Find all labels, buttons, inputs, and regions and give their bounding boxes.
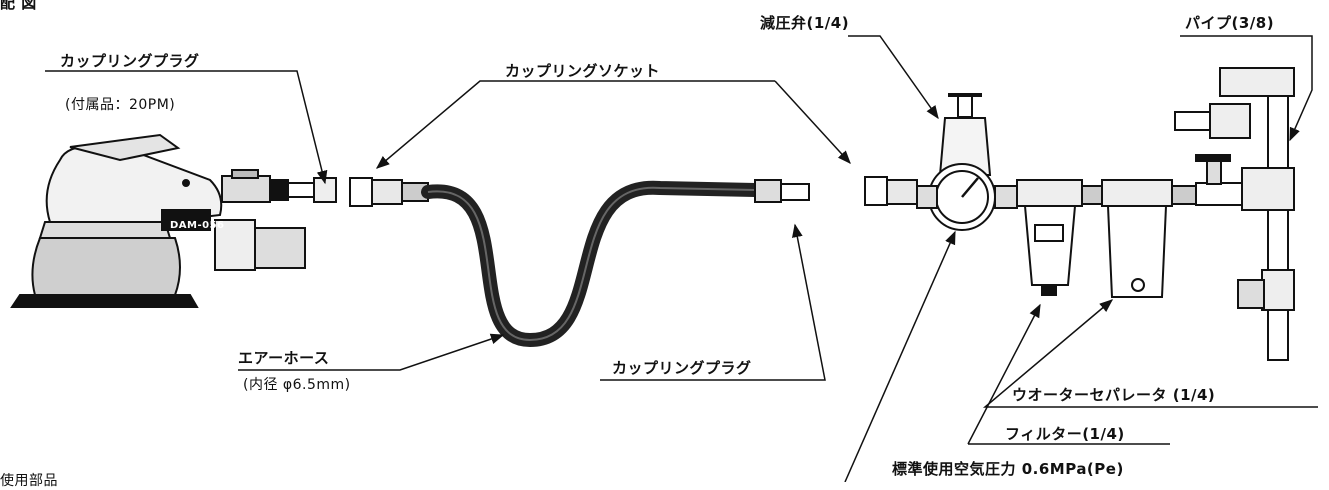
hose-coupling-plug-drawing bbox=[754, 179, 810, 203]
coupling-socket-drawing bbox=[349, 177, 429, 207]
water-separator-drawing bbox=[1101, 179, 1197, 298]
label-coupling-plug-tool: カップリングプラグ bbox=[60, 52, 200, 70]
reducing-valve-drawing bbox=[916, 93, 1018, 231]
pipe-drawing bbox=[1174, 67, 1295, 361]
label-coupling-plug-tool-note: (付属品：20PM) bbox=[65, 97, 176, 113]
leader-filter bbox=[967, 305, 1170, 445]
regulator-socket-drawing bbox=[864, 176, 918, 206]
leader-hose-plug bbox=[600, 223, 826, 381]
leader-pipe bbox=[1180, 35, 1313, 142]
label-standard-pressure: 標準使用空気圧力 0.6MPa(Pe) bbox=[892, 460, 1124, 478]
label-coupling-socket: カップリングソケット bbox=[505, 62, 661, 80]
label-air-hose: エアーホース bbox=[238, 349, 330, 367]
label-reducing-valve: 減圧弁(1/4) bbox=[760, 14, 850, 32]
label-air-hose-note: (内径 φ6.5mm) bbox=[243, 377, 351, 393]
leader-air-hose bbox=[238, 333, 505, 371]
air-sander-drawing bbox=[10, 133, 337, 308]
leader-coupling-plug bbox=[45, 70, 328, 185]
leader-water-separator bbox=[982, 300, 1318, 408]
header-fragment: 配 図 bbox=[0, 0, 37, 12]
device-model-label: DAM-056 bbox=[170, 220, 225, 231]
leader-reducing-valve bbox=[848, 35, 939, 120]
label-pipe: パイプ(3/8) bbox=[1185, 14, 1275, 32]
air-hose-drawing bbox=[421, 180, 762, 348]
footer-fragment: 使用部品 bbox=[0, 473, 58, 489]
leader-standard-pressure bbox=[844, 230, 956, 482]
leader-socket-right bbox=[774, 80, 851, 164]
leader-socket-left bbox=[375, 80, 775, 169]
label-filter: フィルター(1/4) bbox=[1005, 425, 1125, 443]
label-water-separator: ウオーターセパレータ (1/4) bbox=[1012, 386, 1216, 404]
label-coupling-plug-hose: カップリングプラグ bbox=[612, 359, 752, 377]
filter-drawing bbox=[1016, 179, 1103, 296]
